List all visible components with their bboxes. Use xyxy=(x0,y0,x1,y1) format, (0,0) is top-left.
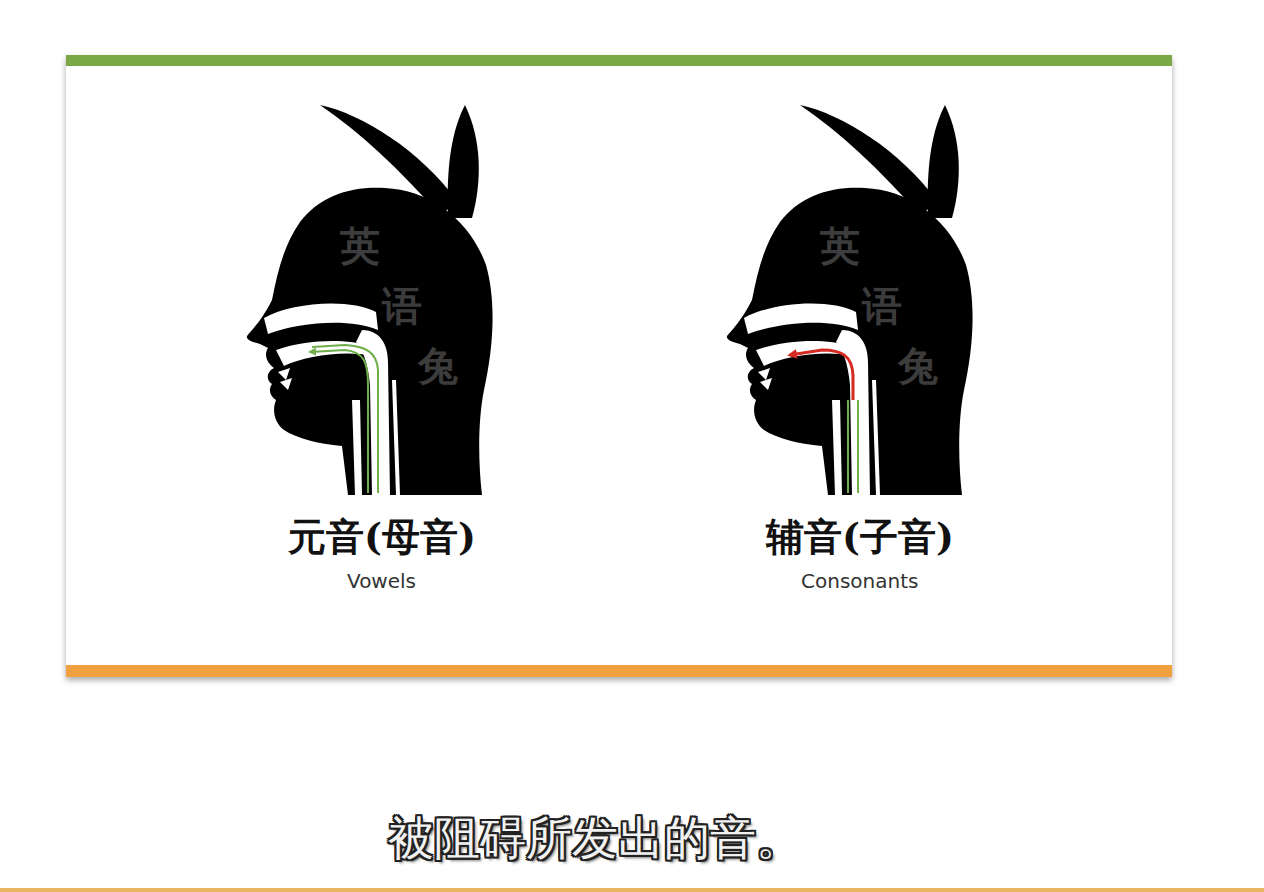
vowel-subtitle: Vowels xyxy=(347,569,416,593)
subtitle-caption: 被阻碍所发出的音。 xyxy=(388,808,802,870)
watermark-char: 英 xyxy=(340,216,384,276)
bottom-bar xyxy=(66,665,1172,677)
consonant-title: 辅音(子音) xyxy=(766,512,954,563)
watermark-char: 语 xyxy=(862,276,906,336)
vowel-title: 元音(母音) xyxy=(288,512,476,563)
watermark-char: 英 xyxy=(820,216,864,276)
consonant-subtitle: Consonants xyxy=(801,569,918,593)
watermark-char: 语 xyxy=(382,276,426,336)
slide-card xyxy=(66,55,1172,677)
page-edge-line xyxy=(0,888,1264,892)
watermark: 英语兔 xyxy=(340,216,384,396)
top-bar xyxy=(66,55,1172,66)
watermark-char: 兔 xyxy=(418,336,462,396)
watermark-char: 兔 xyxy=(898,336,942,396)
watermark: 英语兔 xyxy=(820,216,864,396)
